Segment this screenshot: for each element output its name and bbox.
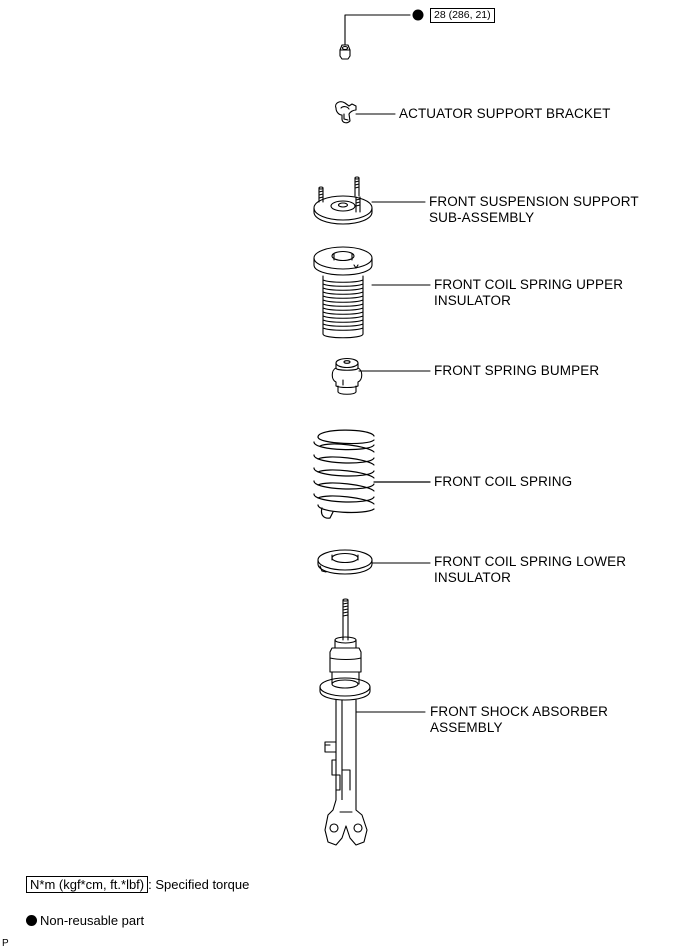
legend-torque-unit: N*m (kgf*cm, ft.*lbf) — [26, 876, 149, 893]
legend-nonreusable-text: Non-reusable part — [40, 913, 145, 928]
label-actuator-support-bracket: ACTUATOR SUPPORT BRACKET — [399, 106, 611, 121]
label-line: SUB-ASSEMBLY — [429, 210, 535, 225]
upper-insulator-part — [313, 246, 431, 339]
label-line: ASSEMBLY — [430, 720, 503, 735]
shock-absorber-part — [319, 598, 426, 846]
label-line: FRONT COIL SPRING LOWER — [434, 554, 627, 569]
non-reusable-dot-icon — [26, 915, 37, 926]
figure-code: P — [2, 938, 9, 949]
label-front-shock-absorber-assembly: FRONT SHOCK ABSORBER ASSEMBLY — [430, 704, 608, 736]
label-front-coil-spring-upper-insulator: FRONT COIL SPRING UPPER INSULATOR — [434, 277, 623, 309]
label-line: FRONT SUSPENSION SUPPORT — [429, 194, 639, 209]
legend-torque: N*m (kgf*cm, ft.*lbf): Specified torque — [26, 876, 250, 893]
non-reusable-dot-icon — [412, 9, 424, 21]
label-line: FRONT COIL SPRING UPPER — [434, 277, 624, 292]
label-front-coil-spring-lower-insulator: FRONT COIL SPRING LOWER INSULATOR — [434, 554, 626, 586]
spring-bumper-part — [331, 357, 431, 395]
suspension-support-part — [313, 176, 426, 225]
label-line: INSULATOR — [434, 293, 511, 308]
label-line: FRONT SHOCK ABSORBER — [430, 704, 609, 719]
label-line: INSULATOR — [434, 570, 511, 585]
label-front-coil-spring: FRONT COIL SPRING — [434, 474, 573, 489]
torque-spec-box: 28 (286, 21) — [430, 8, 495, 23]
legend-torque-text: : Specified torque — [148, 877, 250, 892]
coil-spring-part — [313, 429, 431, 519]
nut-leader-line — [344, 14, 411, 46]
legend-nonreusable: Non-reusable part — [26, 913, 144, 929]
label-front-spring-bumper: FRONT SPRING BUMPER — [434, 363, 600, 378]
actuator-bracket-part — [335, 101, 396, 124]
label-front-suspension-support: FRONT SUSPENSION SUPPORT SUB-ASSEMBLY — [429, 194, 639, 226]
lower-insulator-part — [317, 549, 431, 575]
nut-part — [339, 44, 351, 60]
